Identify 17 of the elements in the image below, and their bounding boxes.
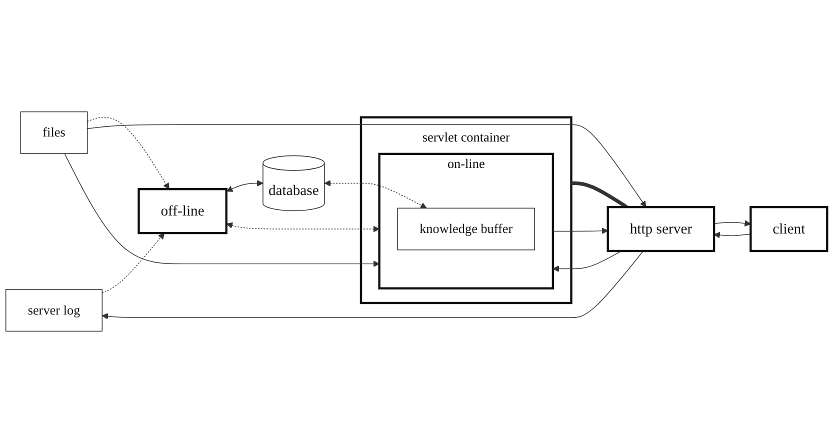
- node-box: off-line: [138, 188, 228, 234]
- node-box: client: [750, 206, 828, 252]
- arrow: [714, 232, 752, 238]
- arrow: [102, 232, 165, 293]
- arrow: [552, 228, 608, 234]
- arrow: [226, 180, 264, 192]
- arrow: [102, 250, 644, 320]
- node-box: http server: [606, 206, 716, 252]
- arrow: [86, 124, 646, 208]
- node-box: files: [20, 111, 88, 154]
- node-box: server log: [6, 289, 102, 332]
- arrow: [86, 116, 170, 190]
- node-box: knowledge buffer: [397, 208, 535, 250]
- arrow: [226, 222, 380, 232]
- arrow: [552, 250, 622, 272]
- arrow: [714, 220, 751, 227]
- arrow: [324, 180, 427, 208]
